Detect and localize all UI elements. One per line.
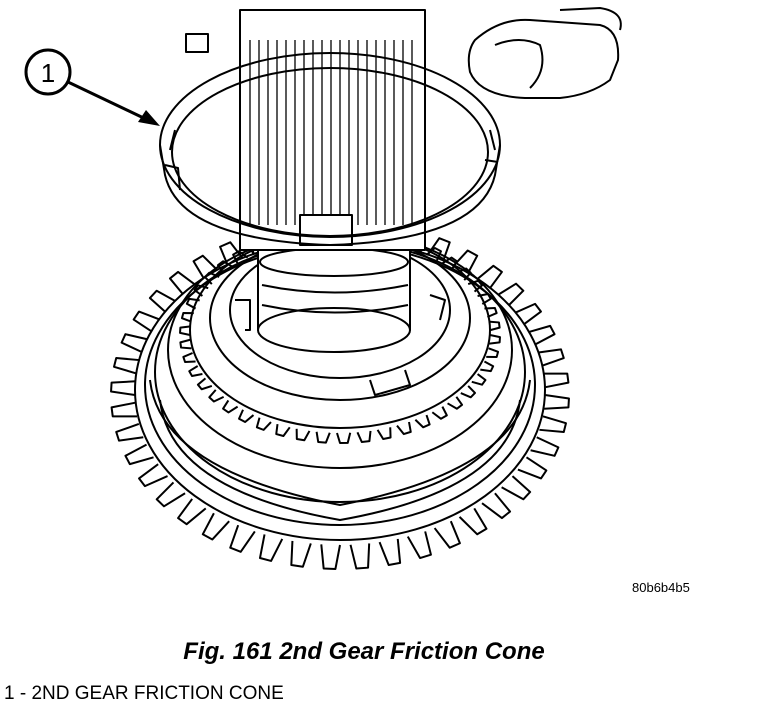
gear-tooth: [356, 430, 372, 443]
gear-illustration: 1: [24, 7, 622, 570]
gear-tooth: [196, 377, 213, 391]
gear-tooth: [378, 538, 402, 567]
gear-tooth: [238, 409, 255, 423]
callout-number: 1: [41, 58, 55, 88]
gear-tooth: [290, 540, 312, 568]
gear-tooth: [406, 531, 432, 560]
gear-tooth: [501, 475, 532, 501]
gear-tooth: [124, 443, 154, 466]
gear-tooth: [138, 463, 168, 488]
gear-tooth: [155, 481, 186, 508]
gear-tooth: [512, 302, 542, 327]
gear-tooth: [336, 432, 352, 444]
gear-tooth: [376, 427, 392, 440]
gear-tooth: [185, 297, 200, 310]
gear-tooth: [460, 385, 477, 399]
gear-tooth: [517, 456, 548, 480]
gear-tooth: [192, 254, 222, 283]
gear-tooth: [179, 338, 192, 350]
cone-tab: [185, 33, 209, 53]
gear-tooth: [168, 270, 199, 298]
gear-tooth: [315, 431, 331, 444]
legend-item: 1 - 2ND GEAR FRICTION CONE: [4, 683, 284, 704]
gear-tooth: [193, 284, 209, 297]
gear-tooth: [275, 423, 291, 438]
gear-tooth: [222, 399, 239, 414]
gear-tooth: [494, 282, 525, 309]
gear-tooth: [526, 324, 556, 347]
gear-tooth: [536, 348, 565, 367]
gear-tooth: [182, 352, 196, 364]
image-code: 80b6b4b5: [632, 580, 690, 595]
gear-tooth: [110, 401, 138, 418]
gear-tooth: [467, 279, 484, 293]
gear-tooth: [320, 544, 341, 570]
gear-tooth: [179, 325, 191, 336]
gear-tooth: [132, 310, 163, 334]
gear-tooth: [458, 507, 488, 536]
figure-caption: Fig. 161 2nd Gear Friction Cone: [183, 638, 545, 665]
gear-tooth: [480, 360, 495, 373]
gear-tooth: [450, 249, 479, 278]
helical-gear-teeth: [110, 220, 570, 570]
gear-tooth: [486, 347, 500, 358]
gear-tooth: [201, 512, 230, 541]
gear-tooth: [455, 267, 472, 281]
gear-tooth: [295, 428, 311, 442]
gear-tooth: [113, 357, 141, 375]
gear-tooth: [229, 524, 256, 553]
gear-tooth: [424, 237, 451, 266]
gear-tooth: [396, 421, 412, 436]
gear-tooth: [488, 320, 501, 332]
friction-cone: [159, 33, 501, 246]
gear-tooth: [208, 389, 225, 403]
gear-tooth: [180, 312, 194, 323]
gear-tooth: [148, 289, 179, 315]
gear-tooth: [349, 543, 371, 570]
hub-slot: [235, 299, 251, 331]
hand: [467, 18, 620, 99]
gear-tooth: [471, 373, 487, 386]
gear-tooth: [489, 334, 501, 345]
gear-tooth: [542, 372, 570, 389]
gear-tooth: [177, 498, 207, 526]
gear-tooth: [120, 333, 150, 354]
callout-1: [24, 48, 160, 126]
gear-tooth: [255, 417, 272, 431]
gear-tooth: [203, 271, 220, 285]
gear-tooth: [447, 396, 464, 410]
gear-tooth: [473, 264, 503, 292]
gear-tooth: [544, 394, 570, 410]
gear-tooth: [481, 492, 512, 520]
gear-tooth: [484, 306, 498, 318]
gear-tooth: [539, 415, 567, 433]
gear-tooth: [414, 414, 431, 429]
gear-tooth: [530, 436, 560, 457]
gear-tooth: [115, 423, 144, 442]
gear-tooth: [431, 406, 448, 420]
gear-tooth: [258, 534, 284, 562]
gear-tooth: [433, 520, 461, 549]
gear-tooth: [110, 380, 136, 396]
gear-tooth: [477, 292, 492, 305]
gear-tooth: [188, 365, 203, 378]
